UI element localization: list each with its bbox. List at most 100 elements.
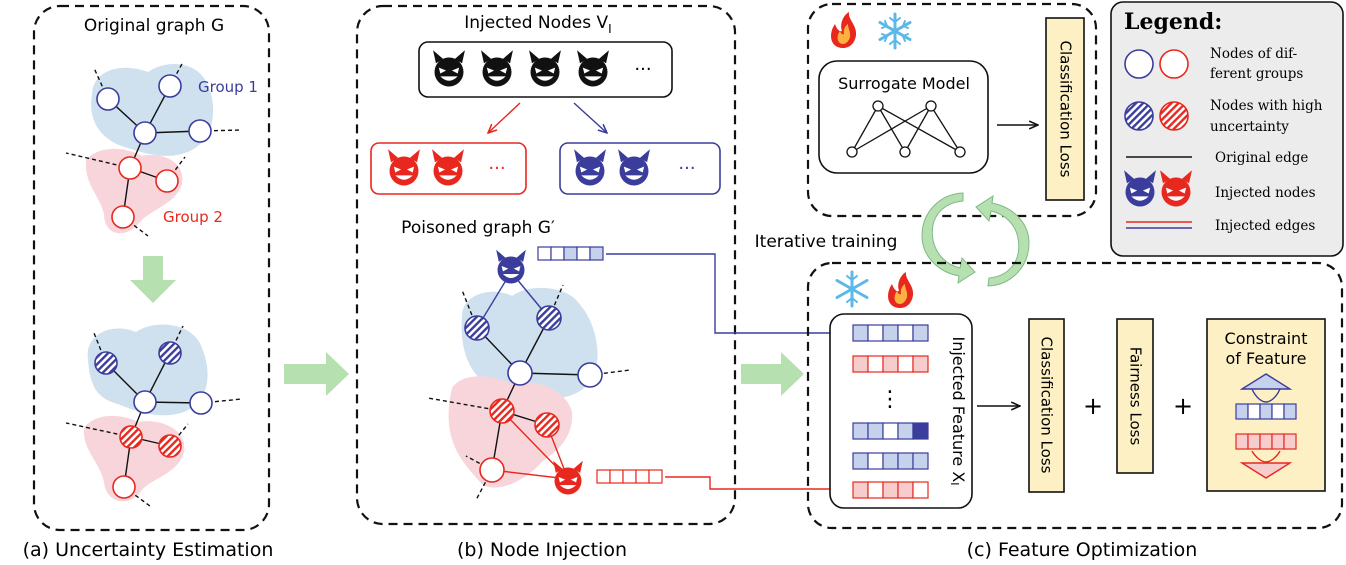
- node-red: [118, 156, 142, 180]
- node-blue-uncertain: [536, 305, 562, 331]
- node-blue: [577, 362, 603, 388]
- legend-item-3-line1: Original edge: [1215, 150, 1308, 166]
- red-ellipsis: ···: [488, 158, 505, 179]
- panel-a-caption: (a) Uncertainty Estimation: [23, 539, 274, 561]
- group2-label: Group 2: [163, 208, 223, 226]
- optimization-frame: [806, 261, 1344, 530]
- node-red: [155, 169, 179, 193]
- constraint-red-row: [1235, 433, 1297, 450]
- node-red-uncertain: [158, 434, 182, 458]
- blue-ellipsis: ···: [678, 158, 695, 179]
- plus-sign-2: +: [1173, 392, 1193, 420]
- feature-row-blue: [852, 452, 929, 470]
- node-blue-uncertain: [94, 351, 118, 375]
- legend-item-2-line1: Nodes with high: [1210, 98, 1323, 114]
- surrogate-model-label: Surrogate Model: [838, 74, 970, 93]
- fairness-loss-box: [1116, 318, 1154, 474]
- legend-blue-uncertain-node: [1124, 101, 1154, 131]
- fairness-loss-label: Fairness Loss: [1127, 347, 1145, 446]
- feature-row-blue: [852, 422, 929, 440]
- plus-sign-1: +: [1083, 392, 1103, 420]
- legend-item-1-line1: Nodes of dif-: [1210, 46, 1297, 62]
- classification-loss-box: [1028, 318, 1065, 493]
- node-blue-uncertain: [464, 315, 490, 341]
- feature-row-red: [852, 355, 929, 373]
- devil-icon: [496, 249, 526, 284]
- constraint-blue-row: [1235, 403, 1297, 420]
- surrogate-frame: [806, 2, 1098, 218]
- node-blue: [188, 119, 212, 143]
- split-arrow-red: [488, 102, 521, 133]
- panel-b-caption: (b) Node Injection: [457, 539, 627, 561]
- blue-feature-vector: [537, 246, 604, 261]
- classification-loss-label: Classification Loss: [1038, 337, 1056, 474]
- node-red-uncertain: [534, 412, 560, 438]
- classification-loss-top-box: [1045, 17, 1085, 201]
- constraint-down-arrow-icon: [1239, 450, 1293, 479]
- legend-red-uncertain-node: [1159, 101, 1189, 131]
- node-blue: [507, 360, 533, 386]
- feature-row-blue: [852, 324, 929, 342]
- blue-feature-link: [606, 253, 848, 333]
- feature-row-red: [852, 481, 929, 499]
- graph-b-nodes: [94, 341, 213, 499]
- group1-label: Group 1: [198, 78, 258, 96]
- group2-region: [85, 148, 183, 234]
- panel-a-title: Original graph G: [84, 16, 224, 36]
- poisoned-nodes: [464, 305, 603, 483]
- node-blue: [133, 390, 157, 414]
- panel-c-bottom: ⋮ Injected Feature XI Classification Los…: [806, 261, 1344, 561]
- red-feature-link: [665, 476, 848, 489]
- legend-title: Legend:: [1124, 9, 1222, 35]
- panel-c-top: Surrogate Model Classification Loss: [806, 2, 1098, 218]
- group1-region: [91, 63, 214, 156]
- node-blue: [133, 121, 157, 145]
- legend-red-node: [1159, 49, 1189, 79]
- node-blue: [189, 391, 213, 415]
- injected-feature-label: Injected Feature XI: [948, 336, 969, 485]
- poisoned-group2-region: [448, 376, 573, 488]
- node-blue: [158, 74, 182, 98]
- graph-a-nodes: [96, 74, 212, 229]
- iterative-training-label: Iterative training: [755, 232, 898, 252]
- node-red: [112, 475, 136, 499]
- node-red: [479, 457, 505, 483]
- node-blue-uncertain: [158, 341, 182, 365]
- panel-b: Injected Nodes VI ··· ··· ··· Poisoned g…: [355, 4, 737, 561]
- poisoned-group1-region: [461, 287, 598, 399]
- devil-icon: [553, 460, 583, 495]
- legend-blue-node: [1124, 49, 1154, 79]
- legend-item-4-line1: Injected nodes: [1215, 185, 1316, 201]
- snowflake-icon: [835, 270, 869, 308]
- split-arrow-blue: [573, 102, 607, 133]
- node-red: [111, 205, 135, 229]
- legend: Legend: Nodes of dif- ferent groups Node…: [1110, 1, 1344, 257]
- right-arrow-ab: [284, 352, 349, 396]
- panel-a-frame: [32, 4, 271, 532]
- panel-b-frame: [355, 4, 737, 526]
- poisoned-graph-title: Poisoned graph G′: [401, 218, 555, 238]
- panel-a: Original graph G Grou: [23, 4, 274, 561]
- classification-loss-top-label: Classification Loss: [1057, 41, 1075, 178]
- snowflake-icon: [878, 12, 912, 50]
- node-blue: [96, 87, 120, 111]
- constraint-up-arrow-icon: [1239, 373, 1293, 403]
- down-arrow: [130, 256, 176, 303]
- node-red-uncertain: [119, 425, 143, 449]
- feature-vdots: ⋮: [879, 387, 901, 412]
- legend-item-5-line1: Injected edges: [1215, 218, 1315, 234]
- network-icon: [846, 100, 966, 158]
- flame-icon: [831, 12, 857, 48]
- flame-icon: [888, 272, 914, 308]
- red-feature-vector: [596, 469, 663, 484]
- constraint-label-line1: Constraint: [1225, 329, 1308, 348]
- node-red-uncertain: [489, 398, 515, 424]
- constraint-label-line2: of Feature: [1226, 349, 1307, 368]
- group2-region-b: [83, 415, 185, 502]
- legend-item-1-line2: ferent groups: [1210, 66, 1303, 82]
- injected-ellipsis: ···: [634, 59, 651, 80]
- cycle-arrows-icon: [921, 192, 1030, 287]
- panel-c-caption: (c) Feature Optimization: [967, 539, 1198, 561]
- surrogate-model-box: [818, 60, 989, 174]
